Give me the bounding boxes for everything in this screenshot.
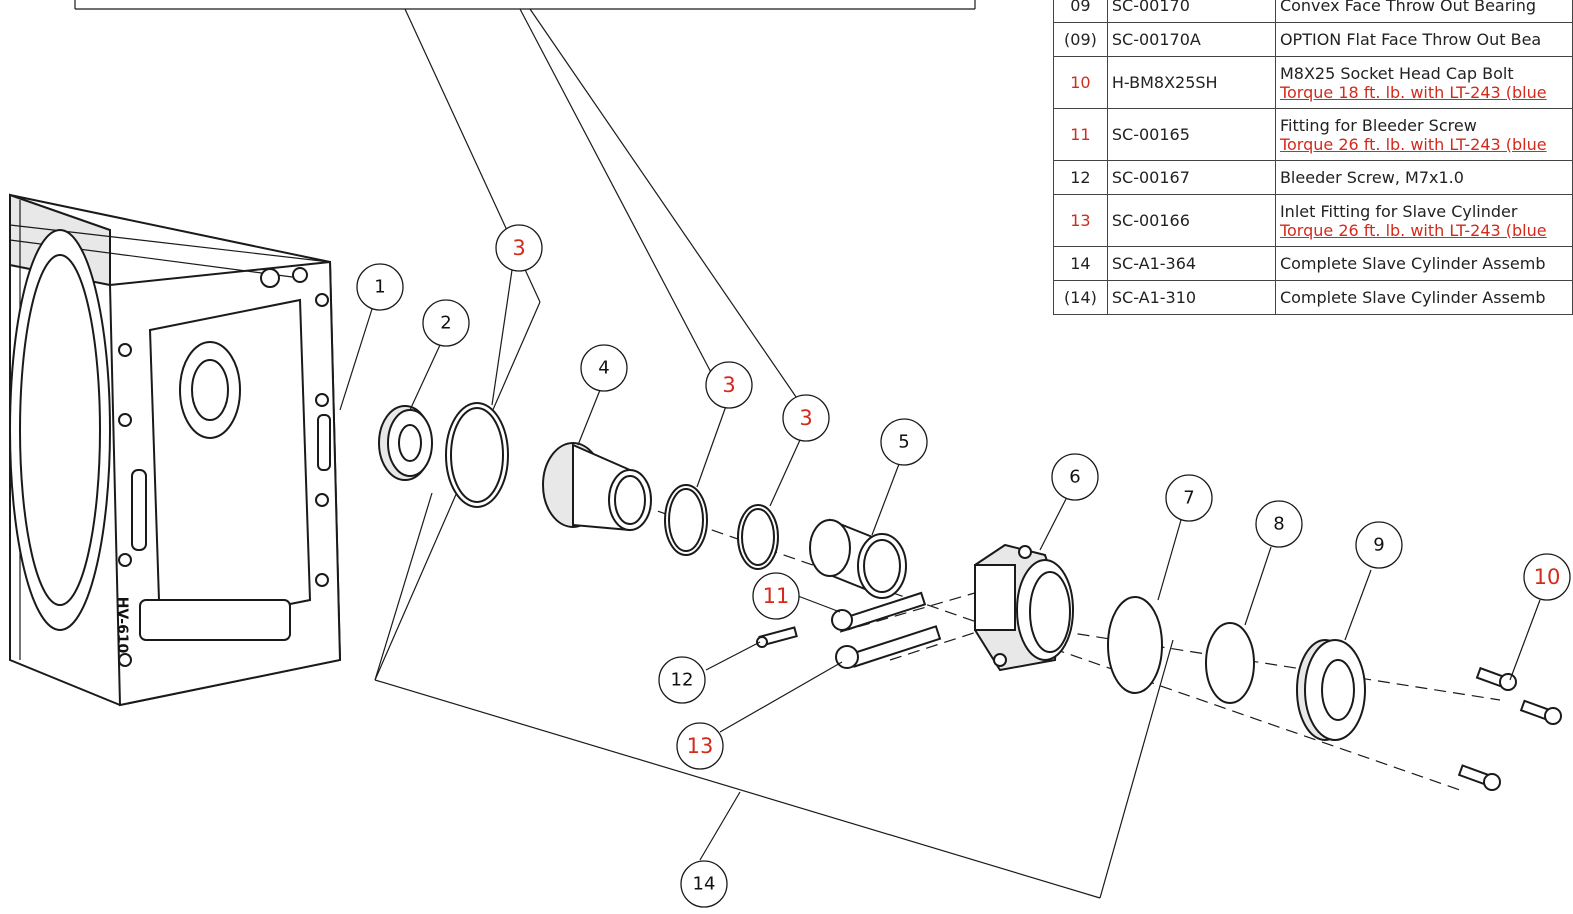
piston-part-5 (809, 518, 907, 599)
svg-text:1: 1 (374, 277, 385, 298)
torque-spec-text: Torque 26 ft. lb. with LT-243 (blue (1279, 134, 1547, 154)
svg-text:7: 7 (1183, 488, 1194, 509)
svg-text:3: 3 (799, 406, 812, 430)
housing-model-marking: HV-610 (114, 597, 130, 654)
part-number-cell: SC-00167 (1106, 160, 1276, 195)
description-text: Fitting for Bleeder Screw (1279, 115, 1477, 135)
description-text: OPTION Flat Face Throw Out Bea (1279, 30, 1542, 49)
item-number-cell: 14 (1053, 246, 1108, 281)
description-cell: Bleeder Screw, M7x1.0 (1274, 160, 1573, 195)
throw-out-bearing-part-9 (1296, 639, 1366, 741)
svg-text:3: 3 (512, 236, 525, 260)
description-text: Bleeder Screw, M7x1.0 (1279, 168, 1464, 187)
item-number-cell: 09 (1053, 0, 1108, 23)
slave-cylinder-body-part-6 (974, 543, 1074, 672)
guide-tube-part-4 (542, 442, 652, 532)
top-note-box (74, 0, 976, 10)
svg-text:3: 3 (722, 373, 735, 397)
svg-text:8: 8 (1273, 514, 1284, 535)
description-cell: Complete Slave Cylinder Assemb (1274, 246, 1573, 281)
svg-text:2: 2 (440, 313, 451, 334)
part-number-cell: H-BM8X25SH (1106, 56, 1276, 109)
callout-bubble-14: 14 (680, 860, 728, 908)
description-text: Complete Slave Cylinder Assemb (1279, 254, 1546, 273)
ring-part-8 (1205, 622, 1255, 704)
svg-text:12: 12 (671, 670, 694, 691)
svg-text:11: 11 (763, 584, 790, 608)
description-text: Convex Face Throw Out Bearing (1279, 0, 1537, 15)
o-ring-part-3a (445, 402, 509, 508)
bolts-part-10 (1457, 666, 1562, 791)
callout-bubble-11: 11 (752, 572, 800, 620)
svg-text:13: 13 (687, 734, 714, 758)
description-cell: Complete Slave Cylinder Assemb (1274, 280, 1573, 315)
item-number-cell: 11 (1053, 108, 1108, 161)
inlet-fitting-part-13 (835, 625, 942, 669)
callout-bubble-3a: 3 (495, 224, 543, 272)
item-number-cell: 12 (1053, 160, 1108, 195)
callout-bubble-13: 13 (676, 722, 724, 770)
seal-part-7 (1107, 596, 1163, 694)
callout-bubble-8: 8 (1255, 500, 1303, 548)
description-text: M8X25 Socket Head Cap Bolt (1279, 63, 1514, 83)
callout-bubble-6: 6 (1051, 453, 1099, 501)
item-number-cell: 10 (1053, 56, 1108, 109)
callout-bubble-3b: 3 (705, 361, 753, 409)
part-number-cell: SC-A1-364 (1106, 246, 1276, 281)
item-number-cell: (14) (1053, 280, 1108, 315)
item-number-cell: (09) (1053, 22, 1108, 57)
callout-leaders (339, 269, 1541, 899)
seal-part-2 (378, 405, 433, 481)
callout-bubble-12: 12 (658, 656, 706, 704)
part-number-cell: SC-A1-310 (1106, 280, 1276, 315)
callout-bubble-1: 1 (356, 263, 404, 311)
svg-text:4: 4 (598, 358, 609, 379)
torque-spec-text: Torque 18 ft. lb. with LT-243 (blue (1279, 82, 1547, 102)
bleeder-fitting-part-11 (831, 591, 927, 631)
callout-bubble-7: 7 (1165, 474, 1213, 522)
transmission-housing: HV-610 (9, 193, 342, 707)
description-text: Complete Slave Cylinder Assemb (1279, 288, 1546, 307)
description-text: Inlet Fitting for Slave Cylinder (1279, 201, 1518, 221)
callout-bubble-9: 9 (1355, 521, 1403, 569)
callout-bubble-10: 10 (1523, 553, 1571, 601)
svg-text:5: 5 (898, 432, 909, 453)
svg-text:6: 6 (1069, 467, 1080, 488)
item-number-cell: 13 (1053, 194, 1108, 247)
svg-text:10: 10 (1534, 565, 1561, 589)
part-number-cell: SC-00170 (1106, 0, 1276, 23)
callout-bubble-3c: 3 (782, 394, 830, 442)
bleeder-screw-part-12 (756, 626, 798, 648)
o-ring-part-3c (737, 504, 779, 570)
callout-bubble-2: 2 (422, 299, 470, 347)
callout-bubble-4: 4 (580, 344, 628, 392)
o-ring-part-3b (664, 484, 708, 556)
part-number-cell: SC-00165 (1106, 108, 1276, 161)
part-number-cell: SC-00170A (1106, 22, 1276, 57)
svg-text:14: 14 (693, 874, 716, 895)
callout-bubble-5: 5 (880, 418, 928, 466)
torque-spec-text: Torque 26 ft. lb. with LT-243 (blue (1279, 220, 1547, 240)
description-cell: OPTION Flat Face Throw Out Bea (1274, 22, 1573, 57)
svg-text:9: 9 (1373, 535, 1384, 556)
description-cell: Convex Face Throw Out Bearing (1274, 0, 1573, 23)
part-number-cell: SC-00166 (1106, 194, 1276, 247)
